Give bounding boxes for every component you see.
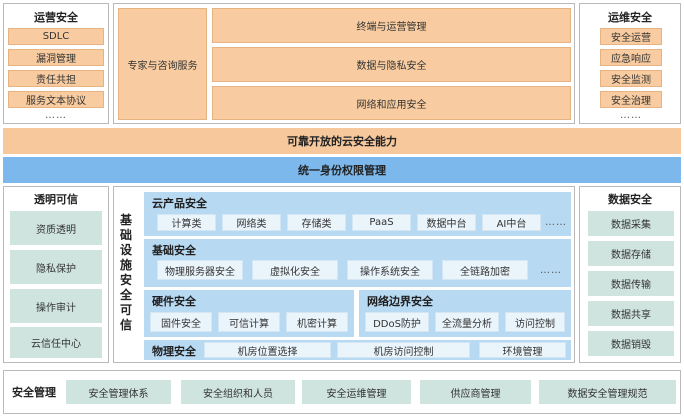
security-management-panel: 安全管理 安全管理体系 安全组织和人员 安全运维管理 供应商管理 数据安全管理规…	[3, 370, 681, 414]
data-item-transfer: 数据传输	[588, 271, 674, 296]
infrastructure-panel: 基础设施安全可信 云产品安全 计算类 网络类 存储类 PaaS 数据中台 AI中…	[113, 186, 575, 363]
physical-security-section: 物理安全 机房位置选择 机房访问控制 环境管理	[144, 340, 571, 360]
basic-item-encryption: 全链路加密	[442, 260, 528, 280]
data-security-panel: 数据安全 数据采集 数据存储 数据传输 数据共享 数据销毁	[579, 186, 681, 363]
network-item-traffic: 全流量分析	[435, 312, 499, 332]
mgmt-item-system: 安全管理体系	[66, 380, 171, 404]
cloud-item-paas: PaaS	[352, 214, 411, 231]
maint-item-monitor: 安全监测	[600, 70, 662, 87]
cloud-more: ……	[545, 217, 567, 228]
top-center-panel: 专家与咨询服务 终端与运营管理 数据与隐私安全 网络和应用安全	[113, 3, 575, 124]
network-border-title: 网络边界安全	[367, 295, 433, 308]
cloud-product-section: 云产品安全 计算类 网络类 存储类 PaaS 数据中台 AI中台 ……	[144, 192, 571, 236]
ops-security-panel: 运营安全 SDLC 漏洞管理 责任共担 服务文本协议 ……	[3, 3, 109, 124]
network-border-section: 网络边界安全 DDoS防护 全流量分析 访问控制	[359, 290, 571, 337]
network-item-access: 访问控制	[505, 312, 565, 332]
mgmt-item-data-spec: 数据安全管理规范	[539, 380, 676, 404]
cloud-item-network: 网络类	[222, 214, 281, 231]
basic-security-title: 基础安全	[152, 244, 196, 257]
cloud-item-compute: 计算类	[157, 214, 216, 231]
maintenance-security-panel: 运维安全 安全运营 应急响应 安全监测 安全治理 ……	[579, 3, 681, 124]
maint-item-response: 应急响应	[600, 49, 662, 66]
hardware-item-trusted: 可信计算	[218, 312, 280, 332]
hardware-security-section: 硬件安全 固件安全 可信计算 机密计算	[144, 290, 354, 337]
transparency-item-audit: 操作审计	[10, 289, 102, 323]
physical-item-access: 机房访问控制	[337, 342, 470, 358]
maint-item-operation: 安全运营	[600, 28, 662, 45]
physical-security-title: 物理安全	[152, 345, 196, 358]
cloud-item-storage: 存储类	[287, 214, 346, 231]
ops-item-sdlc: SDLC	[8, 28, 104, 45]
infrastructure-vertical-label: 基础设施安全可信	[119, 213, 132, 332]
basic-security-section: 基础安全 物理服务器安全 虚拟化安全 操作系统安全 全链路加密 ……	[144, 239, 571, 287]
mgmt-item-supplier: 供应商管理	[420, 380, 531, 404]
transparency-title: 透明可信	[34, 193, 78, 206]
basic-item-os: 操作系统安全	[347, 260, 433, 280]
data-item-share: 数据共享	[588, 301, 674, 326]
ops-item-shared: 责任共担	[8, 70, 104, 87]
data-security-title: 数据安全	[608, 193, 652, 206]
security-management-title: 安全管理	[12, 386, 56, 399]
capability-band: 可靠开放的云安全能力	[3, 128, 681, 154]
row-terminal: 终端与运营管理	[212, 8, 571, 43]
basic-item-virtualization: 虚拟化安全	[252, 260, 338, 280]
cloud-product-title: 云产品安全	[152, 197, 207, 210]
hardware-item-confidential: 机密计算	[286, 312, 348, 332]
maintenance-security-title: 运维安全	[608, 11, 652, 24]
ops-more: ……	[45, 109, 67, 121]
transparency-item-trust-center: 云信任中心	[10, 327, 102, 358]
identity-band: 统一身份权限管理	[3, 157, 681, 183]
data-item-store: 数据存储	[588, 241, 674, 266]
hardware-item-firmware: 固件安全	[150, 312, 212, 332]
transparency-item-qualification: 资质透明	[10, 211, 102, 245]
cloud-item-data-platform: 数据中台	[417, 214, 476, 231]
cloud-item-ai-platform: AI中台	[482, 214, 541, 231]
row-data-privacy: 数据与隐私安全	[212, 47, 571, 82]
ops-item-vuln: 漏洞管理	[8, 49, 104, 66]
row-network-app: 网络和应用安全	[212, 86, 571, 120]
physical-item-environment: 环境管理	[479, 342, 566, 358]
mgmt-item-ops: 安全运维管理	[302, 380, 411, 404]
data-item-destroy: 数据销毁	[588, 331, 674, 356]
expert-service-box: 专家与咨询服务	[118, 8, 207, 120]
data-item-collect: 数据采集	[588, 211, 674, 236]
basic-more: ……	[540, 264, 562, 276]
maint-more: ……	[620, 109, 642, 121]
ops-security-title: 运营安全	[34, 11, 78, 24]
basic-item-physical-server: 物理服务器安全	[157, 260, 243, 280]
physical-item-location: 机房位置选择	[204, 342, 331, 358]
ops-item-agreement: 服务文本协议	[8, 91, 104, 108]
transparency-panel: 透明可信 资质透明 隐私保护 操作审计 云信任中心	[3, 186, 109, 363]
network-item-ddos: DDoS防护	[365, 312, 429, 332]
mgmt-item-organization: 安全组织和人员	[181, 380, 295, 404]
hardware-security-title: 硬件安全	[152, 295, 196, 308]
maint-item-governance: 安全治理	[600, 91, 662, 108]
transparency-item-privacy: 隐私保护	[10, 250, 102, 284]
